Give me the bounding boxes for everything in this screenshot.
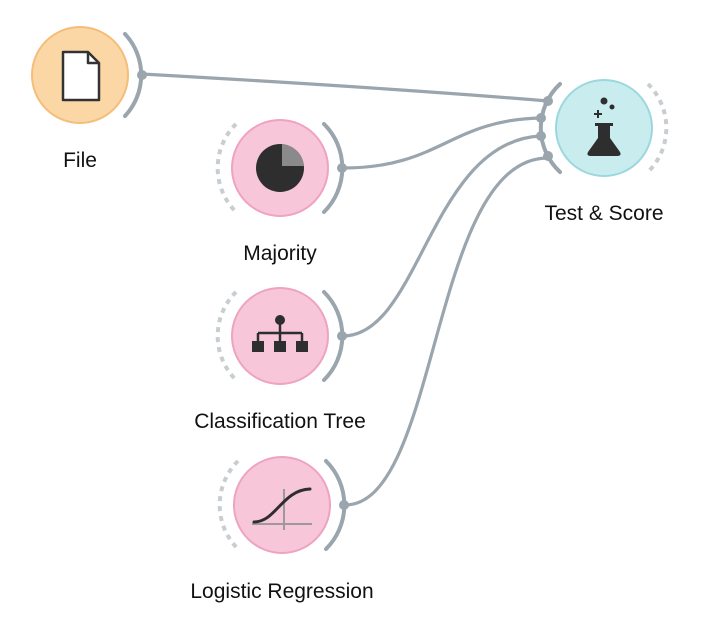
pie-chart-icon bbox=[256, 144, 304, 192]
widget-label-majority: Majority bbox=[243, 242, 317, 265]
widget-classification-tree[interactable]: Classification Tree bbox=[194, 287, 366, 433]
widget-file[interactable]: File bbox=[31, 26, 147, 172]
links-layer bbox=[140, 72, 550, 507]
logreg-output-dot[interactable] bbox=[339, 500, 349, 510]
testscore-input-dot-4[interactable] bbox=[543, 151, 553, 161]
tree-output-dot[interactable] bbox=[337, 331, 347, 341]
sigmoid-icon bbox=[252, 487, 312, 530]
widget-majority[interactable]: Majority bbox=[215, 119, 347, 265]
widget-label-classification-tree: Classification Tree bbox=[194, 410, 366, 433]
file-output-dot[interactable] bbox=[137, 70, 147, 80]
link-majority-testscore[interactable] bbox=[341, 116, 542, 170]
widget-label-test-score: Test & Score bbox=[544, 202, 663, 225]
testscore-input-dot-3[interactable] bbox=[536, 131, 546, 141]
widget-logistic-regression[interactable]: Logistic Regression bbox=[190, 456, 374, 603]
widget-test-score[interactable]: Test & Score bbox=[536, 79, 669, 225]
majority-output-dot[interactable] bbox=[337, 163, 347, 173]
widget-label-file: File bbox=[63, 149, 97, 172]
majority-input-anchor[interactable] bbox=[215, 122, 238, 214]
widget-label-logistic-regression: Logistic Regression bbox=[190, 580, 373, 603]
link-file-testscore[interactable] bbox=[140, 72, 550, 103]
link-logreg-testscore[interactable] bbox=[343, 156, 550, 507]
flask-icon bbox=[587, 97, 621, 156]
testscore-input-anchor[interactable] bbox=[538, 82, 562, 174]
document-icon bbox=[61, 50, 101, 102]
logreg-input-anchor[interactable] bbox=[217, 459, 240, 551]
testscore-input-dot-2[interactable] bbox=[536, 113, 546, 123]
link-tree-testscore[interactable] bbox=[341, 134, 542, 338]
tree-input-anchor[interactable] bbox=[215, 290, 238, 382]
tree-icon bbox=[252, 315, 308, 352]
testscore-output-anchor[interactable] bbox=[646, 82, 669, 174]
testscore-input-dot-1[interactable] bbox=[543, 96, 553, 106]
